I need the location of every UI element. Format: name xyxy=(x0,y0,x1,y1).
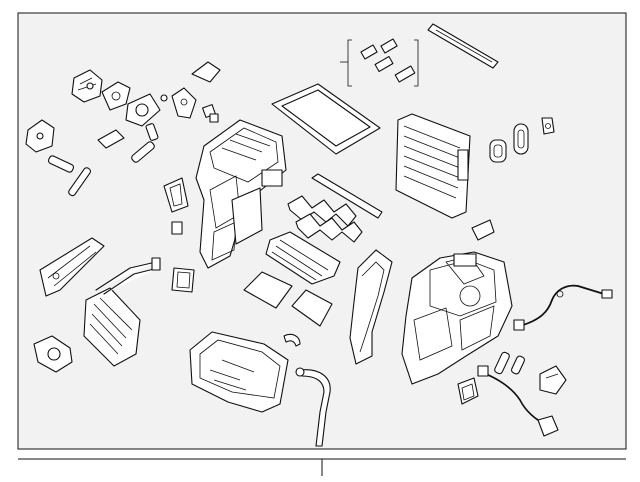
mode-door-zigzag xyxy=(287,195,363,243)
seal-ring-small xyxy=(457,377,479,405)
evaporator-core xyxy=(395,113,471,219)
foam-pad-1 xyxy=(97,129,125,149)
clip-curved xyxy=(283,333,301,347)
relay-module xyxy=(539,365,567,395)
door-shaft xyxy=(311,173,383,219)
door-plate-1 xyxy=(243,271,293,309)
actuator-lever xyxy=(101,81,131,111)
seal-kit-group xyxy=(340,38,419,87)
bottom-callout-leader xyxy=(18,458,626,476)
connector-pair xyxy=(494,351,525,375)
mode-actuator xyxy=(71,69,103,103)
duct-seal-small xyxy=(163,177,189,213)
upper-case-assembly xyxy=(195,119,287,269)
long-seal-strip xyxy=(427,23,499,69)
seal-strip-1 xyxy=(360,44,378,60)
filter-cover-small xyxy=(171,267,195,293)
foam-strip-left xyxy=(47,155,75,173)
seal-strip-3 xyxy=(374,55,394,73)
duct-seal-right xyxy=(471,219,495,241)
clip-small xyxy=(541,117,555,135)
blower-case-assembly xyxy=(401,251,513,385)
heater-core xyxy=(83,257,161,367)
seal-strip-4 xyxy=(394,65,416,83)
grommet-large xyxy=(489,139,507,163)
gear-sector xyxy=(125,93,161,127)
wiring-harness xyxy=(513,284,613,331)
rod-small-1 xyxy=(145,123,159,141)
blower-resistor xyxy=(33,335,73,373)
drain-hose xyxy=(295,367,331,447)
rubber-seal-left xyxy=(68,167,92,197)
lower-case-tray xyxy=(189,331,289,413)
seal-strip-2 xyxy=(380,38,398,54)
center-gasket xyxy=(349,249,393,365)
temp-door-grille xyxy=(265,231,341,285)
clip-bracket-small xyxy=(171,221,183,235)
pipe-bracket-left xyxy=(39,237,105,297)
temp-actuator xyxy=(25,119,55,153)
rod-small-2 xyxy=(131,141,155,163)
cabin-filter-frame xyxy=(271,83,381,155)
connector-small xyxy=(202,104,219,123)
door-plate-2 xyxy=(291,289,333,327)
sensor-harness xyxy=(477,365,559,437)
grommet-oval xyxy=(513,123,529,155)
small-washer xyxy=(160,94,168,102)
bracket-clip xyxy=(191,61,221,83)
link-arm xyxy=(171,87,197,119)
